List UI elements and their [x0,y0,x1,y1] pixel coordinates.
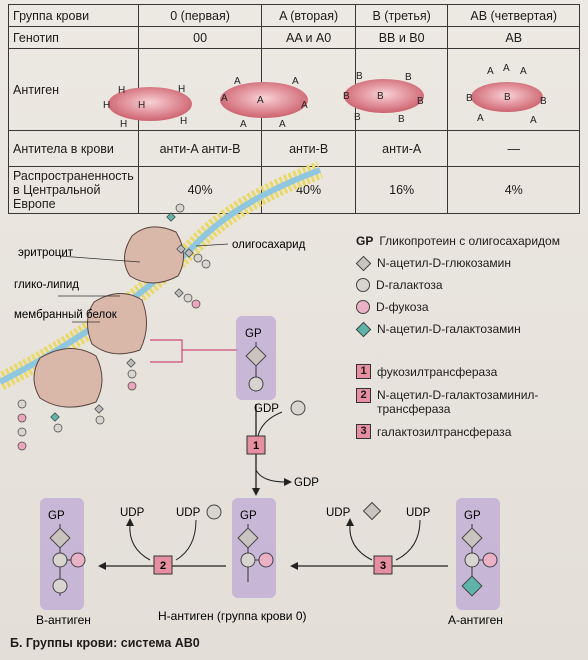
enzyme-1-badge [246,435,266,455]
legend-gp-abbr: GP [356,234,374,248]
legend-glcnac: N-ацетил-D-глюкозамин [355,255,512,271]
antigen-mark: B [354,112,361,123]
enzyme-2-badge [153,555,173,575]
label-erythrocyte: эритроцит [18,247,74,259]
antigen-mark: B [540,96,547,107]
antigen-mark: H [180,116,187,127]
antigen-mark: A [240,119,247,130]
glcnac-icon [245,345,267,367]
antigen-mark: A [530,115,537,126]
membrane-protein [33,348,103,408]
gdp-released-label: GDP [294,477,319,489]
rbc-group-a: A A A A A A A [220,76,308,130]
glcnac-icon [355,255,372,271]
udp-donor-label: UDP [406,507,431,519]
gp-label: GP [464,510,481,522]
legend-enzyme-2: 2 N-ацетил-D-галактозаминил-трансфераза [356,388,587,416]
udp-donor-label: UDP [176,507,201,519]
rbc-group-0: H H H H H H [103,84,192,130]
antigen-mark: B [405,72,412,83]
oligosaccharide-chains [17,203,211,451]
antigen-mark: B [417,96,424,107]
udp-label: UDP [326,507,351,519]
legend-enzyme-3: 3 галактозилтрансфераза [356,424,511,439]
leader-lines [58,243,238,363]
figure-caption: Б. Группы крови: система AB0 [10,636,200,650]
gp-label: GP [240,510,257,522]
antigen-mark: A [520,66,527,77]
antigen-mark: B [377,91,384,102]
a-antigen-label: A-антиген [448,613,503,627]
galnac-donor-icon [362,501,382,521]
galactose-icon [248,376,264,392]
enzyme-2-number: 2 [160,560,166,572]
rbc-group-ab: B A A A B B A A [466,63,547,126]
prevalence-b: 16% [354,166,449,214]
enzyme-2-badge: 2 [356,388,371,403]
antigen-mark: A [234,76,241,87]
rbc-group-b: B B B B B B B [343,71,424,125]
legend-enzyme-1: 1 фукозилтрансфераза [356,364,497,379]
antigen-mark: A [477,113,484,124]
antigen-mark: B [356,71,363,82]
label-glycolipid: глико-липид [14,279,79,291]
antigen-mark: A [301,100,308,111]
antigen-mark: H [178,84,185,95]
gp-label: GP [48,510,65,522]
legend-enzyme-2-text: N-ацетил-D-галактозаминил-трансфераза [377,388,539,416]
antigen-mark: A [279,119,286,130]
antigen-mark: H [118,85,125,96]
row-label-antibodies: Антитела в крови [8,130,139,167]
antigen-mark: B [504,92,511,103]
row-label-prevalence: Распространенность в Центральной Европе [8,166,139,214]
enzyme-3-badge [373,555,393,575]
antigen-mark: A [221,93,228,104]
legend-gp: GP Гликопротеин с олигосахаридом [356,234,560,248]
legend-enzyme-3-text: галактозилтрансфераза [377,424,512,439]
udp-label: UDP [120,507,145,519]
abo-table: Группа крови 0 (первая) A (вторая) B (тр… [8,4,580,214]
header-group-ab: AB (четвертая) [447,4,580,27]
prevalence-ab: 4% [447,166,580,214]
gdp-fucose-label: GDP [254,403,279,415]
antigen-mark: H [120,119,127,130]
legend-galnac: N-ацетил-D-галактозамин [355,321,521,337]
galactose-icon [356,278,370,292]
antigen-mark: H [138,100,145,111]
b-antigen-label: B-антиген [36,613,91,627]
antigen-mark: A [487,66,494,77]
antigen-mark: A [292,76,299,87]
label-membrane-protein: мембранный белок [14,309,118,321]
galnac-icon [355,321,372,337]
h-antigen-label: H-антиген (группа крови 0) [158,609,307,623]
antigen-mark: B [343,91,350,102]
enzyme-1-number: 1 [253,440,259,452]
gp-label: GP [245,328,262,340]
membrane-protein [87,293,147,355]
legend-fucose-text: D-фукоза [376,300,429,314]
label-oligosaccharide: олигосахарид [232,239,306,251]
membrane-protein [124,226,184,284]
legend-enzyme-1-text: фукозилтрансфераза [377,364,498,379]
legend-galnac-text: N-ацетил-D-галактозамин [377,322,521,336]
antigen-mark: A [503,63,510,74]
enzyme-3-badge: 3 [356,424,371,439]
enzyme-1-badge: 1 [356,364,371,379]
legend-galactose: D-галактоза [356,278,443,292]
antigen-mark: H [103,100,110,111]
legend-galactose-text: D-галактоза [376,278,443,292]
legend-glcnac-text: N-ацетил-D-глюкозамин [377,256,512,270]
enzyme-3-number: 3 [380,560,386,572]
h-antigen-box [232,498,276,598]
galactose-donor-icon [206,504,222,520]
fucose-icon [356,300,370,314]
antigen-mark: B [466,93,473,104]
legend-gp-text: Гликопротеин с олигосахаридом [379,234,560,248]
antigen-mark: A [257,95,264,106]
legend-fucose: D-фукоза [356,300,429,314]
fucose-donor-icon [290,400,306,416]
antigen-mark: B [398,114,405,125]
